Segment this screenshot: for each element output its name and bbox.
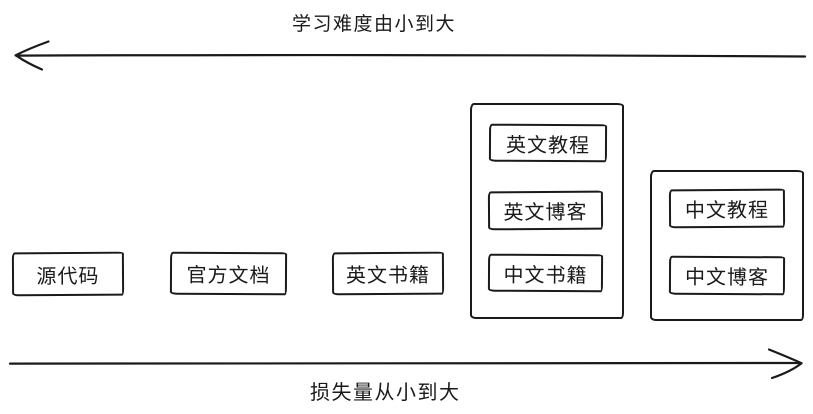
node-label: 英文教程 bbox=[505, 134, 591, 157]
node-label: 中文教程 bbox=[684, 199, 770, 223]
node-label: 英文博客 bbox=[503, 201, 588, 225]
node-chinese-books: 中文书籍 bbox=[487, 253, 604, 293]
node-label: 源代码 bbox=[36, 265, 100, 288]
node-english-books: 英文书籍 bbox=[331, 251, 445, 296]
left-arrow-icon bbox=[14, 40, 807, 71]
node-english-tutorial: 英文教程 bbox=[488, 123, 608, 163]
node-label: 官方文档 bbox=[186, 264, 271, 288]
node-label: 中文书籍 bbox=[503, 264, 588, 287]
node-chinese-blog: 中文博客 bbox=[668, 255, 786, 296]
group-box-english-and-chinese-books: 英文教程 英文博客 中文书籍 bbox=[470, 103, 624, 319]
bottom-axis-label: 损失量从小到大 bbox=[310, 382, 461, 404]
node-label: 英文书籍 bbox=[345, 264, 431, 288]
group-box-chinese-tutorial-blog: 中文教程 中文博客 bbox=[650, 170, 804, 321]
right-arrow-icon bbox=[8, 348, 803, 380]
node-chinese-tutorial: 中文教程 bbox=[668, 188, 786, 229]
top-axis-label: 学习难度由小到大 bbox=[292, 14, 457, 35]
node-label: 中文博客 bbox=[684, 266, 770, 290]
node-source-code: 源代码 bbox=[11, 251, 125, 297]
node-official-docs: 官方文档 bbox=[169, 251, 288, 296]
node-english-blog: 英文博客 bbox=[487, 190, 604, 231]
